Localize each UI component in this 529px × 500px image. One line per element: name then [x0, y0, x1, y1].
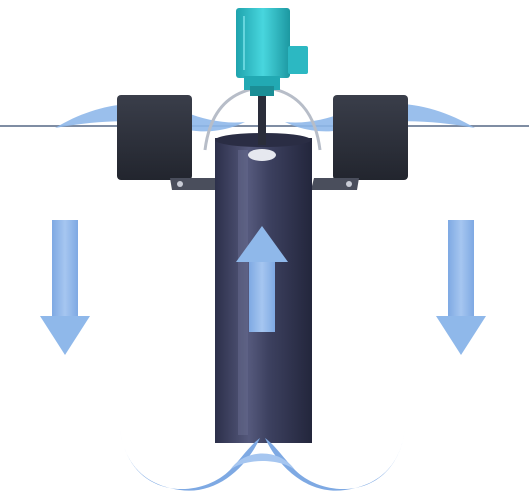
right-float-box	[333, 95, 408, 180]
right-bracket	[311, 178, 359, 190]
left-bracket	[170, 178, 218, 190]
motor-icon	[236, 8, 308, 96]
left-bracket-bolt	[177, 181, 183, 187]
bottom-flow-left	[120, 430, 260, 491]
bottom-flow-center	[230, 453, 295, 470]
down-arrow-icon	[40, 220, 90, 355]
down-arrow-icon	[436, 220, 486, 355]
up-arrow-icon	[236, 226, 288, 332]
right-bracket-bolt	[346, 181, 352, 187]
tube-highlight	[238, 150, 248, 435]
drive-shaft	[258, 90, 266, 145]
impeller-hub	[248, 149, 276, 161]
left-float-box	[117, 95, 192, 180]
bottom-flow-right	[265, 430, 405, 491]
